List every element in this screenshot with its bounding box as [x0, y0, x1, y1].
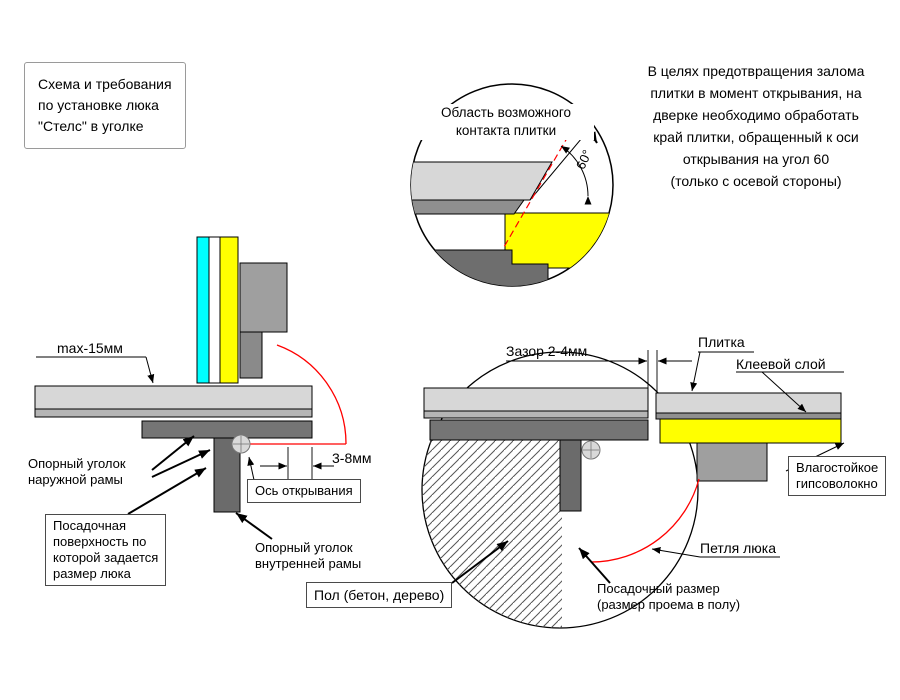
left-diagram [34, 236, 347, 540]
hinge-opening-arc [590, 478, 700, 563]
floor-arrow [451, 540, 509, 584]
inner-angle-arrow [235, 512, 273, 540]
axis-label-leader [247, 456, 255, 481]
hinge-leader [651, 546, 701, 558]
note-line: (только с осевой стороны) [670, 173, 842, 189]
glue-leader [761, 371, 807, 413]
detail-gypsum-yellow [504, 212, 613, 269]
gypsum-board-label: Влагостойкое гипсоволокно [788, 456, 887, 496]
door-glue-layer [655, 412, 842, 420]
right-outer-frame-angle [429, 419, 649, 441]
intro-line: "Стелс" в уголке [38, 118, 144, 134]
door-adhesive-white-strip [208, 236, 221, 384]
angle-dimension-arc [560, 145, 592, 205]
outer-frame-angle [141, 420, 313, 439]
detail-adhesive-strip [411, 199, 525, 215]
right-floor-adhesive [423, 410, 649, 419]
door-hinge-block [696, 442, 768, 482]
outer-angle-arrow-1 [151, 435, 195, 471]
seat-surface-arrow [127, 467, 207, 515]
door-frame-block [239, 262, 288, 333]
tile-label: Плитка [698, 334, 745, 350]
left-floor-tile [34, 385, 313, 410]
hinge-label: Петля люка [700, 540, 777, 556]
right-frame-post [559, 439, 582, 512]
max15-leader [145, 356, 155, 384]
max-overhang-dim-label: max-15мм [57, 340, 123, 356]
note-line: плитки в момент открывания, на [650, 85, 862, 101]
note-line: открывания на угол 60 [682, 151, 830, 167]
outer-angle-arrow-2 [151, 449, 211, 478]
note-line: В целях предотвращения залома [647, 63, 865, 79]
intro-line: по установке люка [38, 97, 159, 113]
door-frame-angle-lower [239, 331, 263, 379]
note-line: край плитки, обращенный к оси [653, 129, 859, 145]
axis-offset-dim-label: 3-8мм [332, 450, 372, 466]
inner-angle-label: Опорный уголок внутренней рамы [255, 540, 362, 571]
opening-axis-label: Ось открывания [247, 479, 361, 503]
gap-dim-label: Зазор 2-4мм [506, 343, 588, 359]
note-line: дверке необходимо обработать [653, 107, 859, 123]
seat-size-arrow [578, 547, 611, 584]
floor-label: Пол (бетон, дерево) [306, 582, 453, 608]
glue-layer-label: Клеевой слой [736, 356, 826, 372]
intro-line: Схема и требования [38, 76, 172, 92]
door-gypsum-yellow-strip [219, 236, 239, 384]
door-gypsum-board [659, 418, 842, 444]
right-diagram [421, 350, 845, 629]
door-tile [655, 392, 842, 414]
door-tile-cyan-strip [196, 236, 210, 384]
contact-area-label: Область возможного контакта плитки [418, 104, 594, 140]
seat-size-label: Посадочный размер (размер проема в полу) [597, 581, 741, 612]
right-hinge-axis-marker [581, 440, 601, 460]
right-floor-tile [423, 387, 649, 412]
intro-requirements-box: Схема и требования по установке люка "Ст… [24, 62, 186, 149]
left-floor-adhesive [34, 408, 313, 418]
note-paragraph: В целях предотвращения залома плитки в м… [620, 60, 892, 192]
outer-angle-label: Опорный уголок наружной рамы [28, 456, 126, 487]
detail-tile-beveled [411, 161, 553, 201]
hinge-axis-marker [231, 434, 251, 454]
tile-leader [690, 351, 701, 392]
opening-arc [276, 344, 347, 445]
seat-surface-label: Посадочная поверхность по которой задает… [45, 514, 167, 586]
